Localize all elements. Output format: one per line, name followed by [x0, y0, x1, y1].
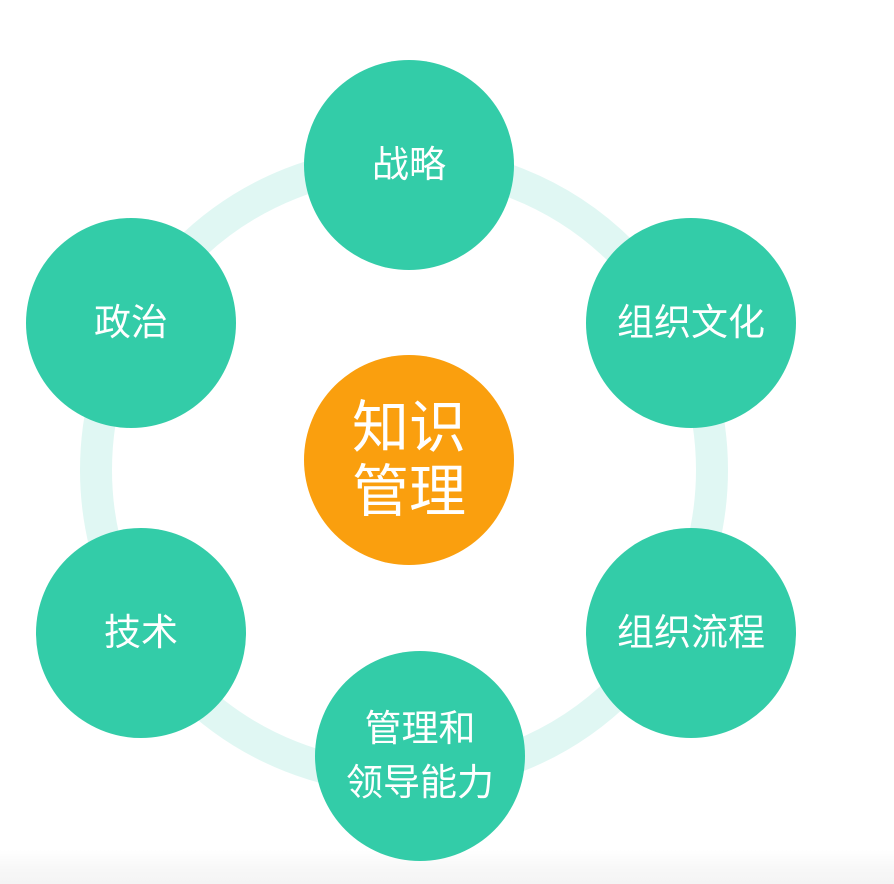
node-label-line-1: 管理和 [364, 707, 476, 750]
center-label-line-1: 知识 [352, 395, 466, 461]
node-technology[interactable]: 技术 [36, 528, 246, 738]
node-org-culture[interactable]: 组织文化 [586, 218, 796, 428]
node-label: 组织流程 [617, 611, 765, 654]
node-strategy[interactable]: 战略 [304, 60, 514, 270]
node-management-leadership[interactable]: 管理和 领导能力 [315, 651, 525, 861]
node-org-process[interactable]: 组织流程 [586, 528, 796, 738]
node-label: 组织文化 [617, 301, 765, 344]
node-label: 政治 [94, 301, 168, 344]
node-label-line-2: 领导能力 [346, 761, 494, 804]
node-label: 战略 [372, 143, 446, 186]
center-node-knowledge-management[interactable]: 知识 管理 [304, 355, 514, 565]
node-label: 技术 [104, 611, 178, 654]
center-label-line-2: 管理 [352, 459, 466, 525]
node-politics[interactable]: 政治 [26, 218, 236, 428]
